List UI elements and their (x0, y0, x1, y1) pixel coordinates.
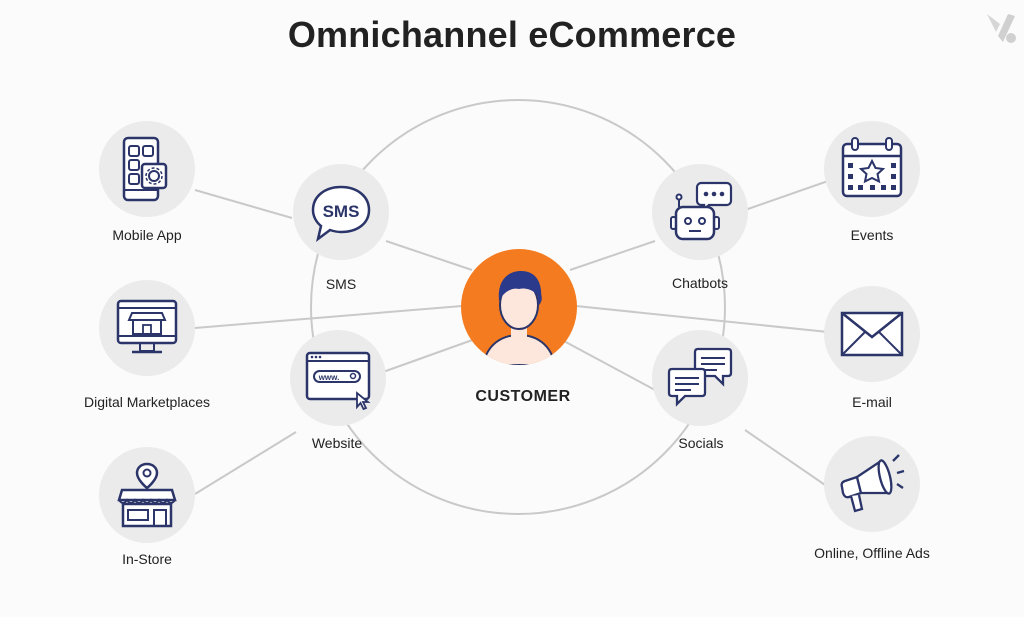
line-digital-marketplaces (194, 305, 463, 329)
customer-label: CUSTOMER (475, 388, 571, 405)
customer-node (461, 249, 577, 365)
ads-node (824, 436, 920, 532)
mobile-app-label: Mobile App (112, 227, 182, 243)
www-icon-text: www. (318, 373, 340, 382)
line-website (382, 337, 479, 373)
line-in-store (194, 431, 297, 495)
line-sms (385, 240, 473, 271)
website-label: Website (311, 435, 363, 451)
brand-logo-icon (987, 14, 1016, 43)
line-events (744, 180, 829, 211)
person-icon (481, 271, 557, 365)
in-store-node (99, 447, 195, 543)
store-location-icon (117, 462, 177, 528)
channel-ring (310, 99, 726, 515)
calendar-star-icon (841, 137, 903, 198)
website-node: www. (290, 330, 386, 426)
line-email (575, 305, 829, 333)
page-title: Omnichannel eCommerce (287, 14, 737, 55)
chatbot-robot-icon (670, 181, 733, 241)
sms-node: SMS (293, 164, 389, 260)
email-label: E-mail (852, 394, 892, 410)
mobile-app-icon (122, 136, 168, 202)
events-node (824, 121, 920, 217)
chatbots-node (652, 164, 748, 260)
chat-bubbles-icon (667, 347, 733, 407)
envelope-icon (840, 311, 904, 357)
events-label: Events (850, 227, 894, 243)
socials-node (652, 330, 748, 426)
email-node (824, 286, 920, 382)
digital-marketplaces-node (99, 280, 195, 376)
line-mobile-app (194, 189, 293, 219)
sms-icon-text: SMS (323, 202, 360, 221)
sms-label: SMS (325, 276, 357, 292)
storefront-monitor-icon (116, 299, 178, 354)
socials-label: Socials (678, 435, 724, 451)
in-store-label: In-Store (122, 551, 172, 567)
digital-marketplaces-label: Digital Marketplaces (83, 394, 211, 410)
mobile-app-node (99, 121, 195, 217)
ads-label: Online, Offline Ads (814, 545, 930, 561)
chatbots-label: Chatbots (671, 275, 729, 291)
megaphone-icon (840, 454, 905, 513)
line-chatbots (569, 240, 656, 271)
browser-window-icon: www. (305, 351, 371, 411)
sms-bubble-icon: SMS (311, 185, 371, 243)
line-ads (744, 429, 829, 488)
line-socials (561, 339, 656, 391)
